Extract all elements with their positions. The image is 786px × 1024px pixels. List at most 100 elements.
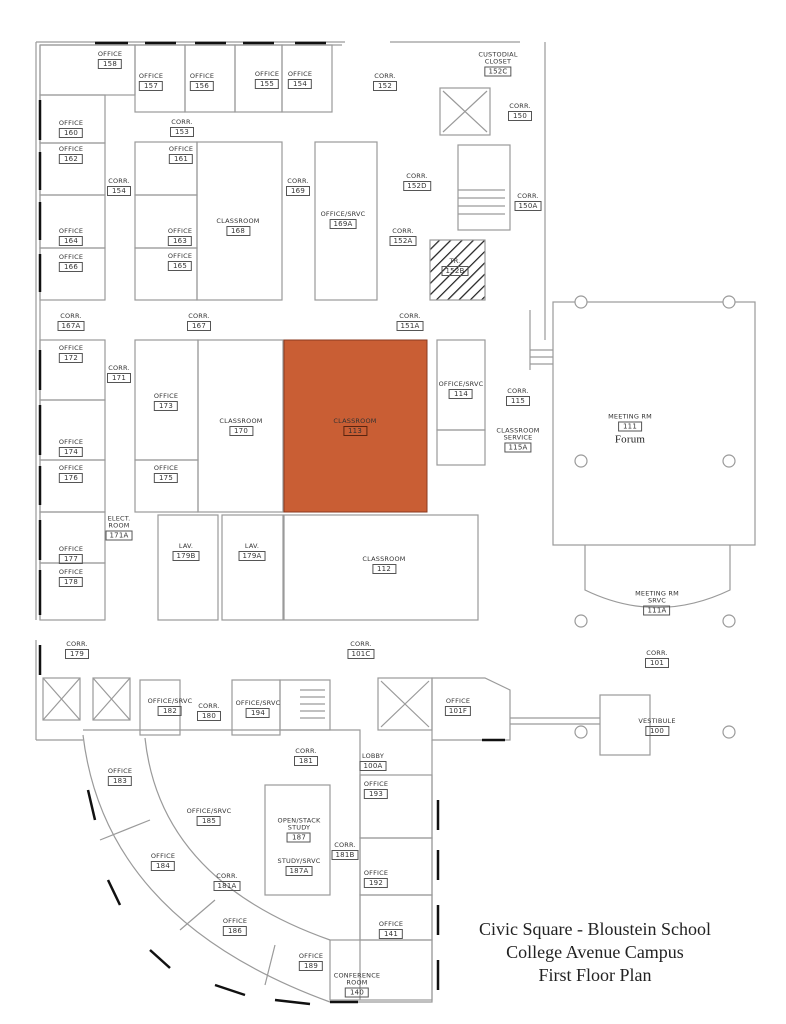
room-number: 152 [373, 81, 397, 91]
room-number: 100A [359, 761, 387, 771]
room-name: OFFICE [378, 920, 404, 928]
room-name: OFFICE [58, 464, 84, 472]
room-number: 179B [172, 551, 200, 561]
room-name: CORR. [60, 312, 82, 320]
room-name: CORR. [108, 364, 130, 372]
room-name: VESTIBULE [638, 717, 676, 725]
room-number: 154 [107, 186, 131, 196]
room-181b: CORR.181B [331, 841, 359, 860]
room-name: OFFICE [58, 145, 84, 153]
room-number: 160 [58, 128, 83, 138]
room-name: OFFICE [58, 253, 84, 261]
room-number: 187 [286, 832, 311, 843]
room-number: 170 [228, 426, 253, 436]
room-167a: CORR.167A [57, 312, 85, 331]
room-name: CORR. [188, 312, 210, 320]
room-number: 152D [403, 181, 431, 191]
room-152: CORR.152 [373, 73, 397, 91]
room-name: OFFICE [363, 780, 389, 788]
room-name: CORR. [374, 72, 396, 80]
room-number: 113 [342, 426, 367, 436]
room-name: OFFICE/SRVC [186, 807, 232, 815]
room-179b: LAV.179B [172, 542, 200, 561]
room-115: CORR.115 [506, 388, 530, 406]
room-153: CORR.153 [170, 119, 194, 137]
room-number: 166 [58, 262, 83, 272]
room-name: CORR. [350, 640, 372, 648]
room-number: 162 [58, 154, 83, 164]
room-name: OFFICE/SRVC [147, 697, 193, 705]
room-number: 164 [58, 236, 83, 246]
room-number: 172 [58, 353, 83, 363]
room-name: CUSTODIAL CLOSET [478, 50, 518, 66]
room-number: 182 [157, 706, 182, 716]
room-name: LAV. [178, 542, 194, 550]
room-number: 150 [508, 111, 532, 121]
room-subtitle: Forum [614, 433, 646, 446]
room-number: 115A [504, 442, 532, 453]
room-name: MEETING RM [608, 412, 652, 421]
room-number: 194 [245, 708, 270, 718]
room-number: 165 [167, 261, 192, 271]
room-name: OFFICE [58, 227, 84, 235]
room-name: CORR. [216, 872, 238, 880]
room-179a: LAV.179A [238, 542, 266, 561]
room-number: 169A [329, 219, 357, 229]
room-name: CLASSROOM [219, 417, 263, 425]
room-name: LAV. [244, 542, 260, 550]
room-name: CORR. [392, 227, 414, 235]
room-name: CORR. [646, 649, 668, 657]
room-number: 179A [238, 551, 266, 561]
room-name: OFFICE [138, 72, 164, 80]
room-name: OFFICE [107, 767, 133, 775]
room-name: OFFICE [445, 697, 471, 705]
room-number: 167 [187, 321, 211, 331]
room-number: 178 [58, 577, 83, 587]
room-169: CORR.169 [286, 178, 310, 196]
room-number: 161 [168, 154, 193, 164]
room-name: CORR. [406, 172, 428, 180]
room-name: CORR. [334, 841, 356, 849]
room-number: 181 [294, 756, 318, 766]
room-154: CORR.154 [107, 178, 131, 196]
room-number: 177 [58, 554, 83, 564]
room-number: 156 [189, 81, 214, 91]
room-name: OFFICE [58, 568, 84, 576]
room-name: CLASSROOM [216, 217, 260, 225]
room-number: 163 [167, 236, 192, 246]
room-name: OFFICE [58, 344, 84, 352]
room-name: OFFICE [222, 917, 248, 925]
room-name: CLASSROOM [362, 555, 406, 563]
room-name: OFFICE [298, 952, 324, 960]
room-number: 185 [196, 816, 221, 826]
room-name: CORR. [295, 747, 317, 755]
room-number: 101 [645, 658, 669, 668]
room-number: 111A [643, 605, 671, 616]
room-101: CORR.101 [645, 650, 669, 668]
room-number: 154 [287, 79, 312, 89]
room-name: OFFICE [153, 392, 179, 400]
room-name: OPEN/STACK STUDY [277, 816, 321, 832]
room-number: 114 [448, 389, 473, 399]
